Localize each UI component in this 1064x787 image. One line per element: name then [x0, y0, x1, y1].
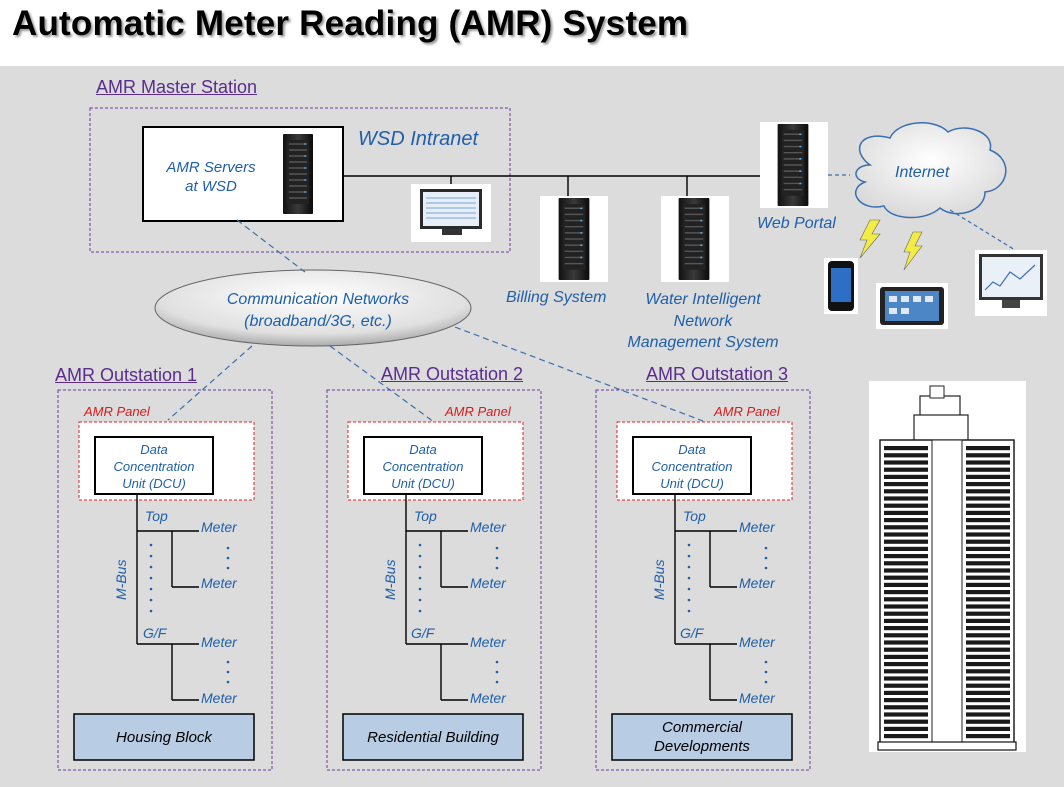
building-type-boxes — [73, 713, 793, 761]
meter-label: Meter — [201, 519, 237, 535]
amr-server-icon — [283, 133, 313, 215]
top-label-3: Top — [683, 508, 706, 524]
comm-line2: (broadband/3G, etc.) — [244, 312, 392, 330]
gf-label-2: G/F — [411, 625, 435, 641]
dcu-2-line2: Concentration — [382, 459, 464, 474]
commercial-developments-label: Commercial Developments — [612, 718, 792, 756]
dcu-boxes — [94, 436, 752, 495]
master-station-label: AMR Master Station — [96, 77, 258, 97]
desktop-monitor-icon — [975, 250, 1047, 316]
commercial-line2: Developments — [654, 738, 750, 755]
meter-label: Meter — [201, 690, 237, 706]
meter-label: Meter — [470, 634, 506, 650]
internet-cloud — [854, 122, 1007, 219]
outstation-2-label: AMR Outstation 2 — [381, 364, 524, 384]
dcu-3-line2: Concentration — [651, 459, 733, 474]
wsd-intranet-label: WSD Intranet — [358, 128, 479, 150]
dcu-1-line3: Unit (DCU) — [122, 476, 186, 491]
communication-networks-label: Communication Networks (broadband/3G, et… — [196, 289, 440, 332]
dcu-label-3: Data Concentration Unit (DCU) — [633, 441, 751, 492]
internet-label: Internet — [895, 164, 950, 181]
outstation-1-label: AMR Outstation 1 — [55, 365, 198, 385]
wireless-bolt-icon — [859, 219, 923, 271]
gf-label-1: G/F — [143, 625, 167, 641]
amr-servers-label: AMR Servers at WSD — [150, 158, 272, 196]
mbus-dots — [149, 543, 768, 684]
master-station-frame — [89, 107, 511, 253]
tablet-icon — [876, 283, 948, 329]
comm-line1: Communication Networks — [226, 291, 410, 308]
communication-networks — [154, 269, 472, 347]
winms-label: Water Intelligent Network Management Sys… — [612, 289, 794, 354]
commercial-line1: Commercial — [661, 719, 742, 736]
winms-line1: Water Intelligent — [645, 291, 761, 308]
billing-server-icon — [540, 196, 608, 282]
dcu-label-2: Data Concentration Unit (DCU) — [364, 441, 482, 492]
meter-label: Meter — [739, 519, 775, 535]
dcu-3-line3: Unit (DCU) — [660, 476, 724, 491]
dcu-2-line3: Unit (DCU) — [391, 476, 455, 491]
top-label-1: Top — [145, 508, 168, 524]
dcu-1-line1: Data — [140, 442, 168, 457]
gf-label-3: G/F — [680, 625, 704, 641]
amr-panel-label-3: AMR Panel — [714, 404, 780, 419]
meter-label: Meter — [201, 575, 237, 591]
meter-label: Meter — [470, 519, 506, 535]
mbus-label-1: M-Bus — [113, 560, 129, 600]
dcu-3-line1: Data — [678, 442, 706, 457]
page-title: Automatic Meter Reading (AMR) System — [12, 4, 689, 43]
building-illustration — [869, 381, 1026, 752]
meter-label: Meter — [739, 634, 775, 650]
winms-line2: Network — [673, 312, 733, 330]
billing-system-label: Billing System — [506, 289, 607, 306]
web-portal-label: Web Portal — [757, 215, 836, 232]
mbus-label-2: M-Bus — [382, 560, 398, 600]
winms-server-icon — [661, 196, 729, 282]
meter-label: Meter — [470, 690, 506, 706]
dcu-2-line1: Data — [409, 442, 437, 457]
mbus-trees — [136, 494, 737, 701]
meter-label: Meter — [739, 575, 775, 591]
mbus-label-3: M-Bus — [651, 560, 667, 600]
amr-servers-line2: at WSD — [185, 178, 237, 195]
phone-icon — [824, 258, 858, 314]
winms-line3: Management System — [627, 334, 779, 351]
meter-label: Meter — [201, 634, 237, 650]
amr-panel-label-2: AMR Panel — [445, 404, 511, 419]
meter-label: Meter — [739, 690, 775, 706]
amr-servers-line1: AMR Servers — [166, 159, 256, 176]
outstation-frames — [57, 389, 811, 771]
dcu-1-line2: Concentration — [113, 459, 195, 474]
meter-label: Meter — [470, 575, 506, 591]
amr-panel-label-1: AMR Panel — [84, 404, 150, 419]
outstation-3-label: AMR Outstation 3 — [646, 364, 789, 384]
housing-block-label: Housing Block — [116, 729, 212, 746]
dcu-label-1: Data Concentration Unit (DCU) — [95, 441, 213, 492]
top-label-2: Top — [414, 508, 437, 524]
web-portal-server-icon — [760, 122, 828, 208]
residential-building-label: Residential Building — [367, 729, 499, 746]
monitor-icon — [411, 184, 491, 242]
